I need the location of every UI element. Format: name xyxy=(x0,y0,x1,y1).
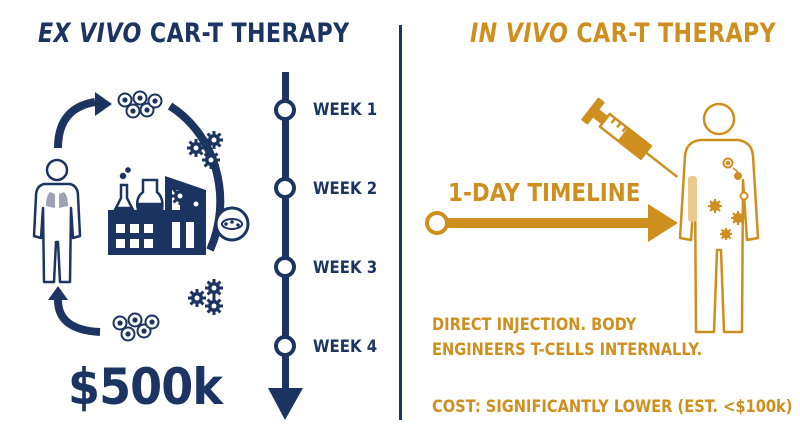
cycle-arrowhead-bottom xyxy=(48,286,68,300)
ex-vivo-cost: $500k xyxy=(68,358,223,416)
week-label-1: WEEK 1 xyxy=(313,100,378,120)
in-vivo-title-italic: IN VIVO xyxy=(470,18,569,49)
petri-dish-icon xyxy=(214,206,250,242)
panel-divider xyxy=(399,25,402,420)
timeline-node-week-1 xyxy=(274,99,296,121)
description-line-2: ENGINEERS T-CELLS INTERNALLY. xyxy=(432,340,703,360)
ex-vivo-title: EX VIVO CAR-T THERAPY xyxy=(38,18,350,49)
week-label-4: WEEK 4 xyxy=(313,337,378,357)
ex-vivo-title-italic: EX VIVO xyxy=(38,18,142,49)
lungs-icon xyxy=(46,192,68,208)
syringe-icon xyxy=(581,97,679,178)
in-vivo-cost: COST: SIGNIFICANTLY LOWER (EST. <$100k) xyxy=(432,397,793,417)
cell-cluster-icon xyxy=(117,90,163,119)
in-vivo-title-rest: CAR-T THERAPY xyxy=(568,18,777,49)
person-icon xyxy=(32,158,82,284)
arrow-icon xyxy=(425,204,678,242)
timeline-arrow-icon xyxy=(268,72,303,420)
cell-cluster-icon xyxy=(112,312,160,342)
cycle-arrowhead-top xyxy=(95,92,112,116)
timeline-node-week-2 xyxy=(274,177,296,199)
ex-vivo-title-rest: CAR-T THERAPY xyxy=(141,18,350,49)
lab-flask-icon xyxy=(110,167,164,218)
t-cell-cluster-icon xyxy=(708,157,749,240)
week-label-2: WEEK 2 xyxy=(313,179,378,199)
person-icon xyxy=(678,102,760,334)
timeline-label: 1-DAY TIMELINE xyxy=(448,178,641,207)
factory-icon xyxy=(108,176,207,255)
timeline-node-week-4 xyxy=(274,335,296,357)
gear-cluster-icon xyxy=(186,277,225,317)
week-label-3: WEEK 3 xyxy=(313,258,378,278)
injection-site-highlight xyxy=(688,176,697,222)
timeline-node-week-3 xyxy=(274,256,296,278)
description-line-1: DIRECT INJECTION. BODY xyxy=(432,315,637,335)
in-vivo-title: IN VIVO CAR-T THERAPY xyxy=(470,18,776,49)
